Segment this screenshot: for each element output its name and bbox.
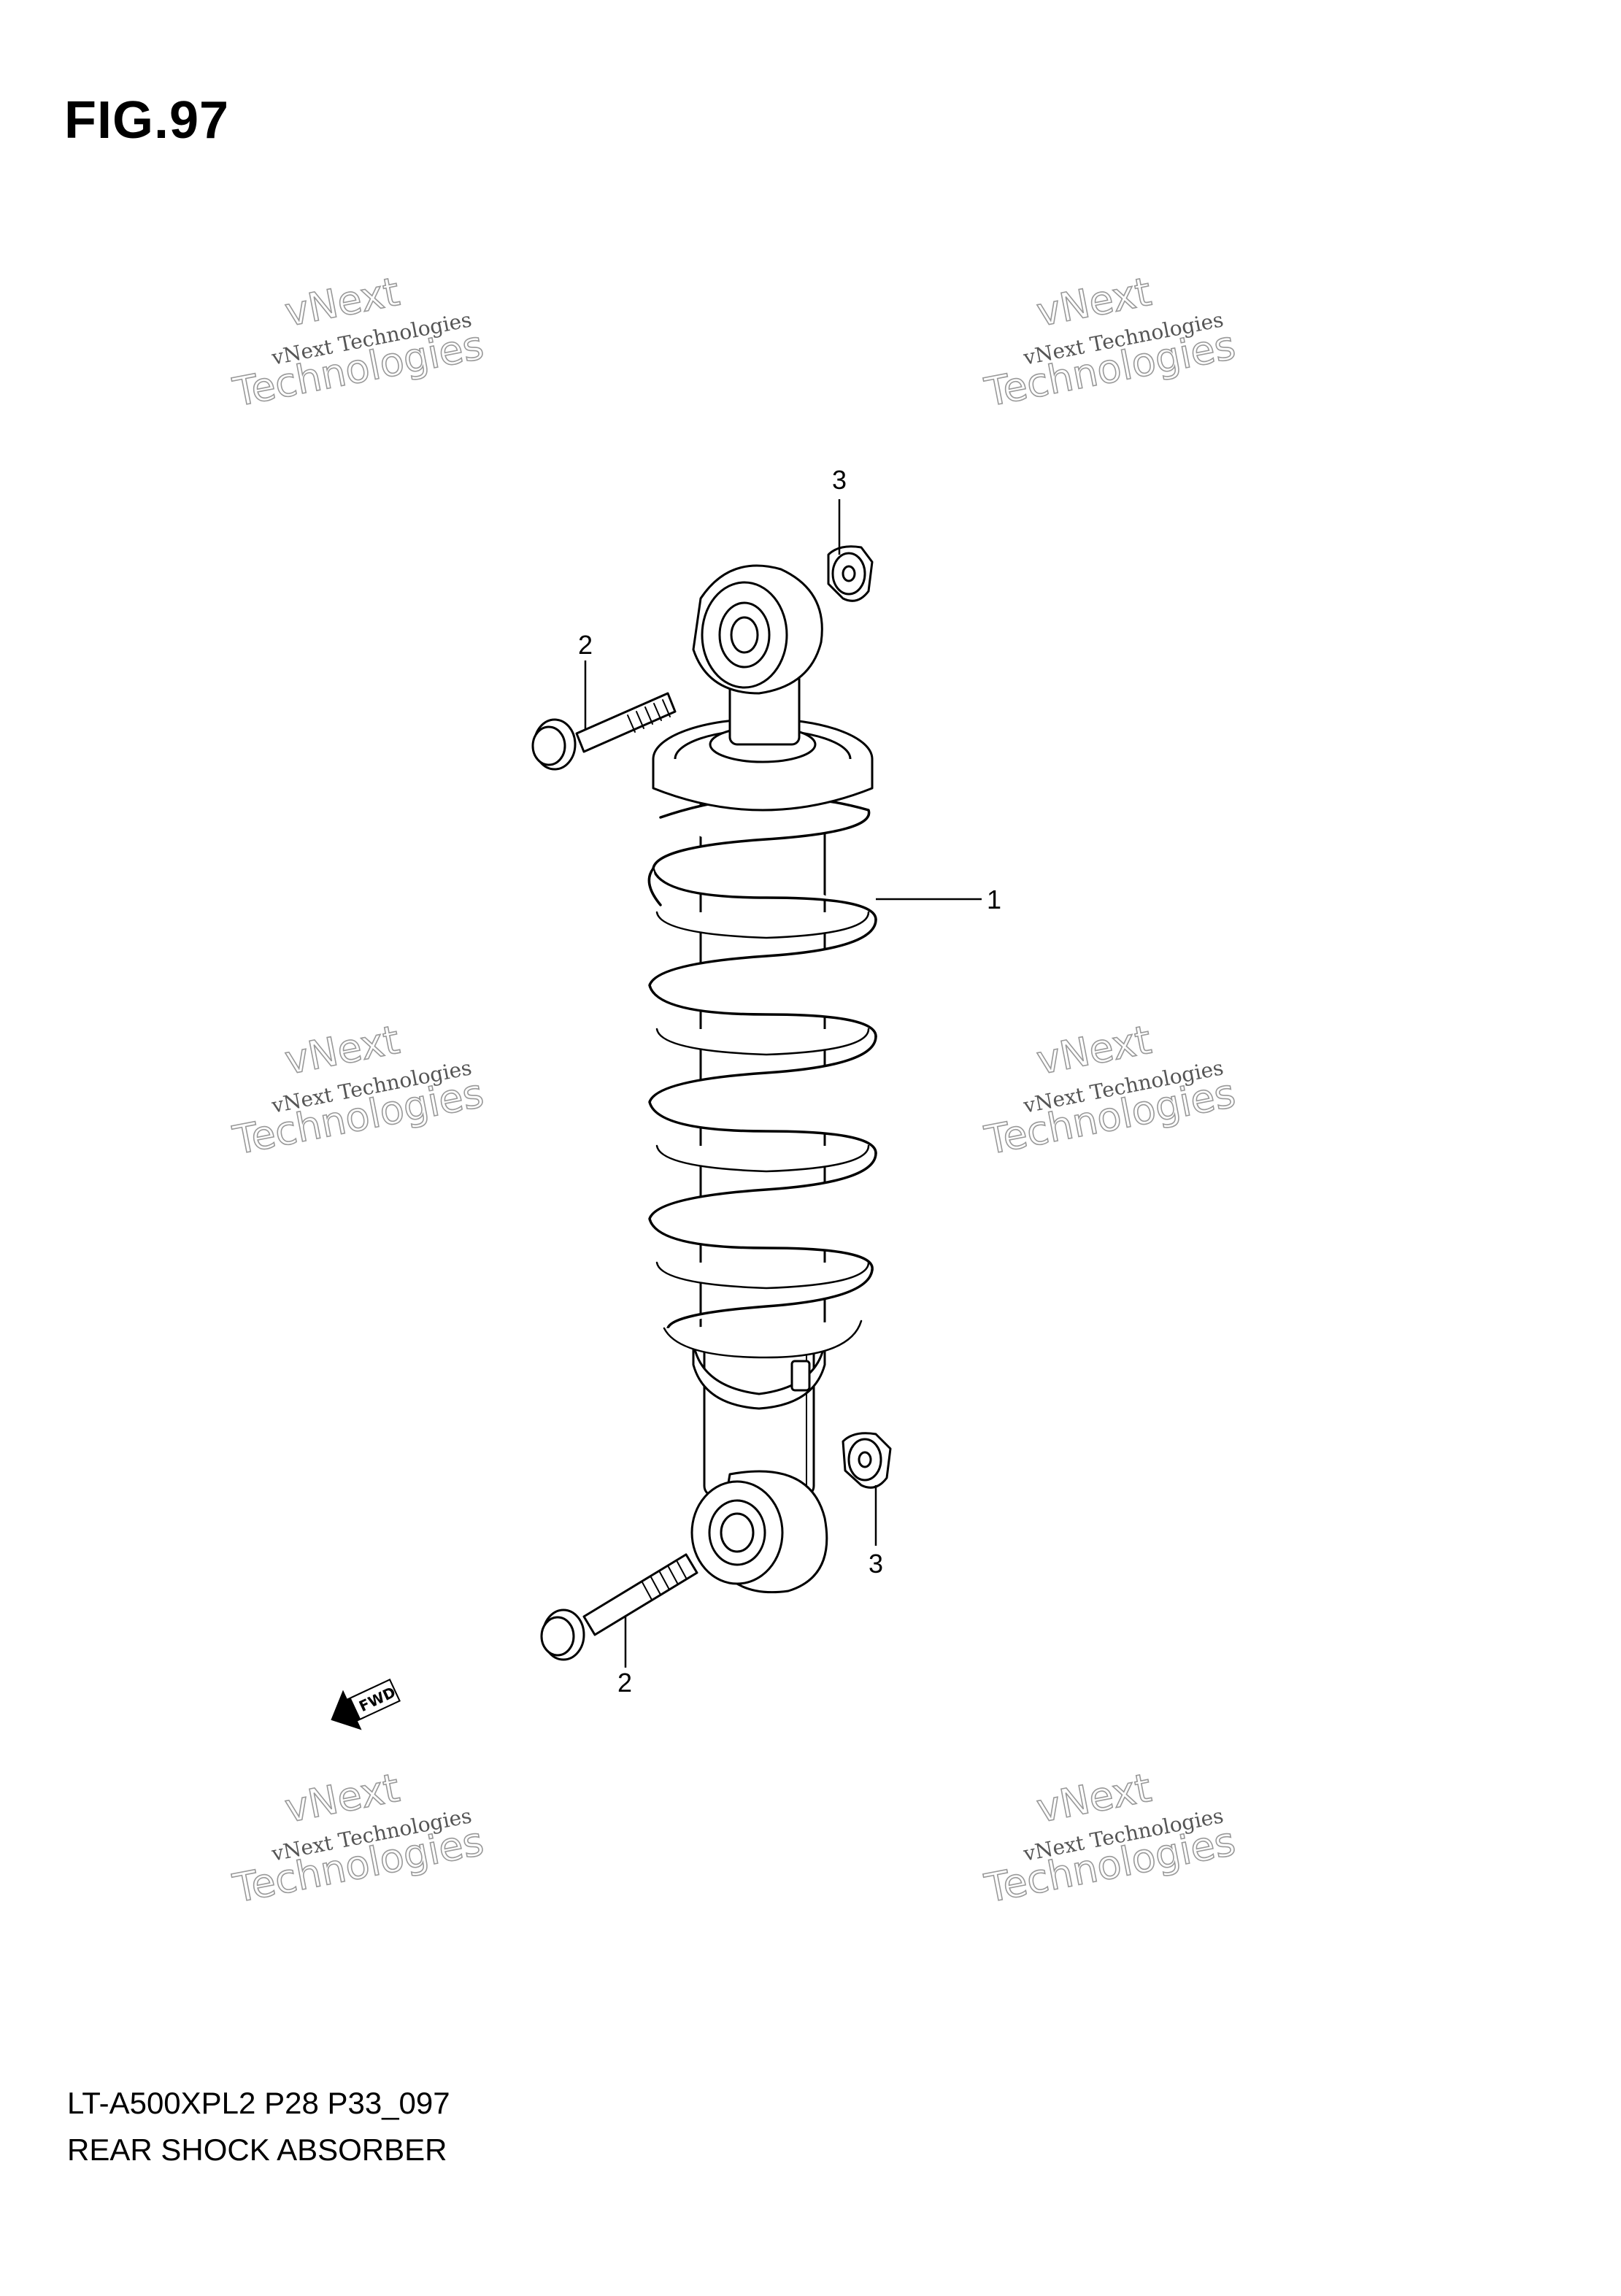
model-code: LT-A500XPL2 P28 P33_097 (67, 2086, 450, 2120)
lower-bolt (540, 1553, 698, 1661)
watermark: vNext vNext Technologies Technologies (980, 268, 1239, 416)
watermark: vNext vNext Technologies Technologies (980, 1016, 1239, 1164)
lower-nut (842, 1432, 892, 1489)
callout-2-lower: 2 (617, 1668, 632, 1698)
upper-nut (827, 545, 874, 602)
watermark: vNext vNext Technologies Technologies (980, 1764, 1239, 1912)
upper-spring-seat (652, 717, 874, 812)
watermark: vNext vNext Technologies Technologies (228, 1764, 488, 1912)
watermark: vNext vNext Technologies Technologies (228, 1016, 488, 1164)
watermark: vNext vNext Technologies Technologies (228, 268, 488, 416)
lower-spring-collar (692, 1341, 826, 1410)
callout-1: 1 (987, 885, 1001, 914)
part-name: REAR SHOCK ABSORBER (67, 2133, 447, 2167)
callout-3-lower: 3 (869, 1549, 883, 1579)
shock-absorber (647, 564, 877, 1594)
upper-bolt (531, 692, 677, 771)
figure-title: FIG.97 (64, 91, 230, 150)
callout-2-upper: 2 (578, 630, 593, 660)
coil-spring (647, 795, 877, 1359)
lower-mount-eye (690, 1470, 828, 1594)
callout-3-upper: 3 (832, 465, 847, 495)
upper-mount-eye (692, 564, 823, 746)
forward-direction-arrow-icon: FWD (331, 1679, 401, 1730)
